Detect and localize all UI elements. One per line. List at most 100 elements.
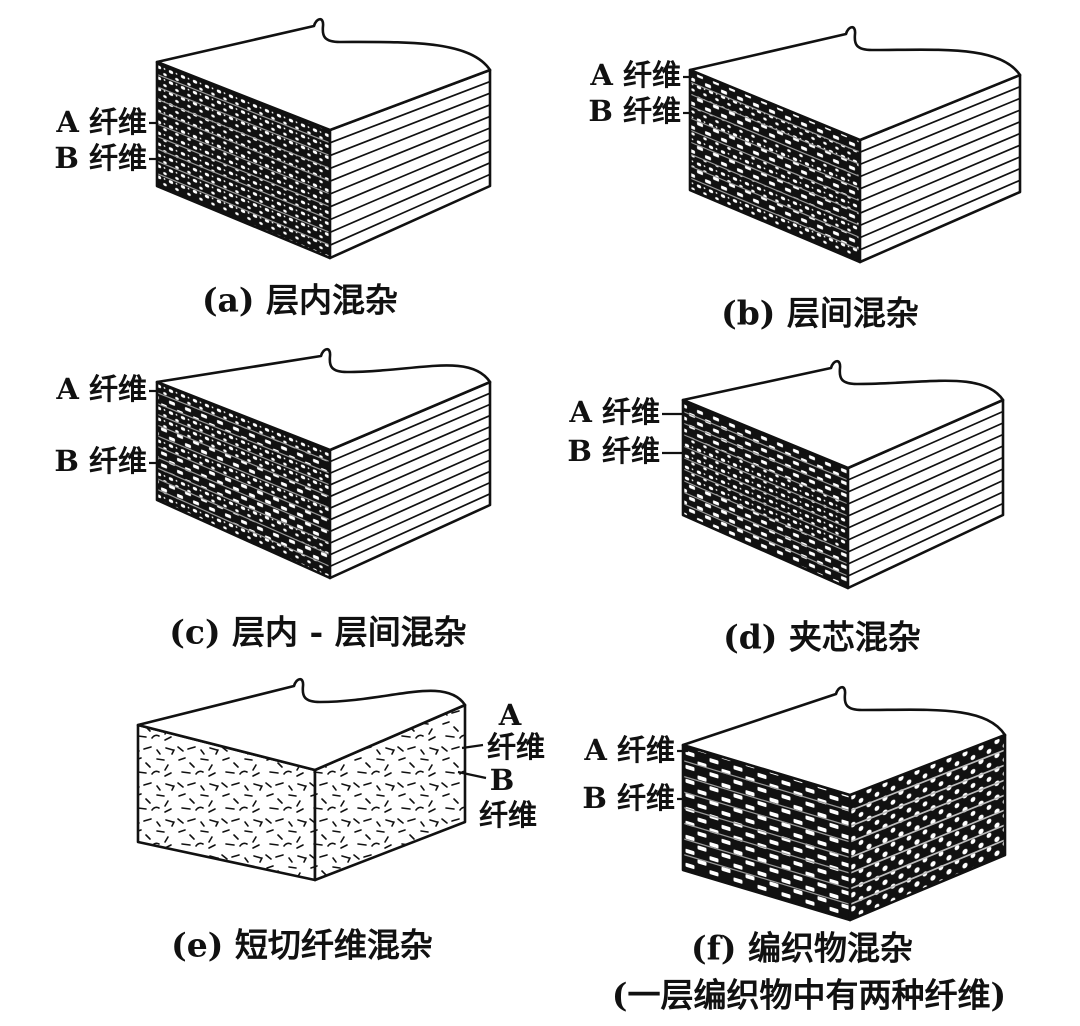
front-face-layer	[157, 435, 330, 520]
front-face-layer	[683, 760, 850, 827]
side-face-fill	[330, 382, 490, 578]
front-layer-line	[682, 806, 851, 859]
side-layer-line	[329, 150, 491, 221]
label-b-fiber: B 纤维	[567, 434, 660, 468]
front-face	[156, 382, 331, 578]
side-layer-line	[859, 167, 1021, 239]
front-face-layer	[690, 142, 860, 226]
side-layer-line	[847, 468, 1004, 541]
front-face-layer	[157, 382, 330, 462]
panel-d: A 纤维 B 纤维 (d) 夹芯混杂	[567, 395, 921, 657]
front-face-layer	[157, 136, 330, 220]
front-layer-line	[682, 422, 849, 493]
caption-sandwich-hybrid: (d) 夹芯混杂	[723, 618, 921, 657]
side-layer-line	[847, 502, 1004, 577]
front-layer-line	[682, 853, 851, 905]
panel-b: A 纤维 B 纤维 (b) 层间混杂	[588, 58, 919, 333]
side-layer-line	[859, 156, 1021, 227]
front-layer-line	[156, 160, 331, 233]
side-layer-line	[329, 403, 491, 475]
side-face	[329, 70, 491, 258]
front-face-layer	[683, 400, 848, 480]
caption-note: (一层编织物中有两种纤维)	[612, 976, 1006, 1015]
side-layer-line	[847, 433, 1004, 505]
front-face-layer	[683, 423, 848, 504]
label-b-fiber: B 纤维	[54, 444, 147, 478]
front-face-layer	[157, 457, 330, 544]
side-layer-line	[847, 491, 1004, 565]
side-layer-line	[849, 839, 1006, 906]
front-layer-line	[689, 141, 861, 214]
front-face-layer	[690, 70, 860, 153]
label-b-fiber: B 纤维	[588, 94, 681, 128]
side-layer-line	[859, 144, 1021, 214]
side-layer-line	[849, 794, 1006, 859]
front-layer-line	[682, 479, 849, 553]
side-layer-line	[849, 749, 1006, 812]
front-face-layer	[157, 446, 330, 532]
side-face-fill	[860, 75, 1020, 262]
front-face-layer	[690, 106, 860, 189]
side-layer-line	[329, 437, 491, 509]
front-layer-line	[156, 86, 331, 157]
side-layer-line	[329, 414, 491, 486]
front-layer-line	[156, 173, 331, 246]
side-face	[859, 75, 1021, 262]
front-layer-line	[156, 402, 331, 474]
front-layer-line	[682, 445, 849, 517]
side-layer-line	[329, 425, 491, 498]
front-layer-line	[682, 410, 849, 481]
block-c	[155, 347, 492, 580]
side-layer-line	[847, 456, 1004, 529]
block-a	[155, 17, 492, 260]
leader-line-a-fiber	[461, 743, 484, 750]
front-layer-line	[682, 433, 849, 505]
front-layer-line	[689, 165, 861, 239]
side-face	[847, 400, 1004, 588]
laminate-blocks	[136, 17, 1022, 922]
top-face-curled	[136, 677, 467, 772]
front-face-layer	[157, 124, 330, 207]
front-face-layer	[157, 403, 330, 485]
front-face-layer	[157, 414, 330, 497]
front-face-layer	[157, 424, 330, 509]
front-layer-line	[156, 111, 331, 182]
front-layer-line	[156, 424, 331, 498]
leader-line-b-fiber	[457, 770, 487, 780]
side-layer-line	[329, 448, 491, 521]
front-face-layer	[690, 166, 860, 250]
top-face-curled	[681, 359, 1005, 470]
block-e	[136, 677, 467, 882]
front-face-layer	[683, 434, 848, 516]
block-f	[681, 685, 1007, 922]
front-face-layer	[157, 62, 330, 143]
panel-a: A 纤维 B 纤维 (a) 层内混杂	[54, 105, 398, 320]
panel-e: A 纤维 B 纤维 (e) 短切纤维混杂	[171, 698, 545, 965]
side-layer-line	[329, 173, 491, 246]
front-layer-line	[156, 488, 331, 567]
front-face-layer	[683, 776, 850, 842]
front-face	[138, 725, 315, 880]
front-layer-line	[682, 775, 851, 827]
front-layer-line	[156, 148, 331, 221]
caption-intra-interlayer-hybrid: (c) 层内 - 层间混杂	[169, 613, 466, 652]
label-a-fiber: A 纤维	[589, 58, 681, 92]
front-face-layer	[690, 82, 860, 165]
side-layer-line	[859, 179, 1021, 251]
front-face-layer	[157, 74, 330, 156]
front-face-layer	[690, 130, 860, 214]
top-face-curled	[681, 685, 1007, 797]
top-face-curled	[155, 347, 492, 452]
front-face-layer	[157, 111, 330, 194]
side-layer-line	[849, 824, 1006, 890]
caption-chopped-fiber-hybrid: (e) 短切纤维混杂	[171, 926, 433, 965]
panel-c: A 纤维 B 纤维 (c) 层内 - 层间混杂	[54, 372, 466, 652]
front-face-layer	[690, 178, 860, 262]
front-face-layer	[157, 173, 330, 258]
side-layer-line	[849, 764, 1006, 828]
front-face-layer	[683, 807, 850, 874]
caption-woven-fabric-hybrid: (f) 编织物混杂	[691, 929, 913, 968]
front-layer-line	[156, 392, 331, 463]
front-face-layer	[683, 823, 850, 889]
